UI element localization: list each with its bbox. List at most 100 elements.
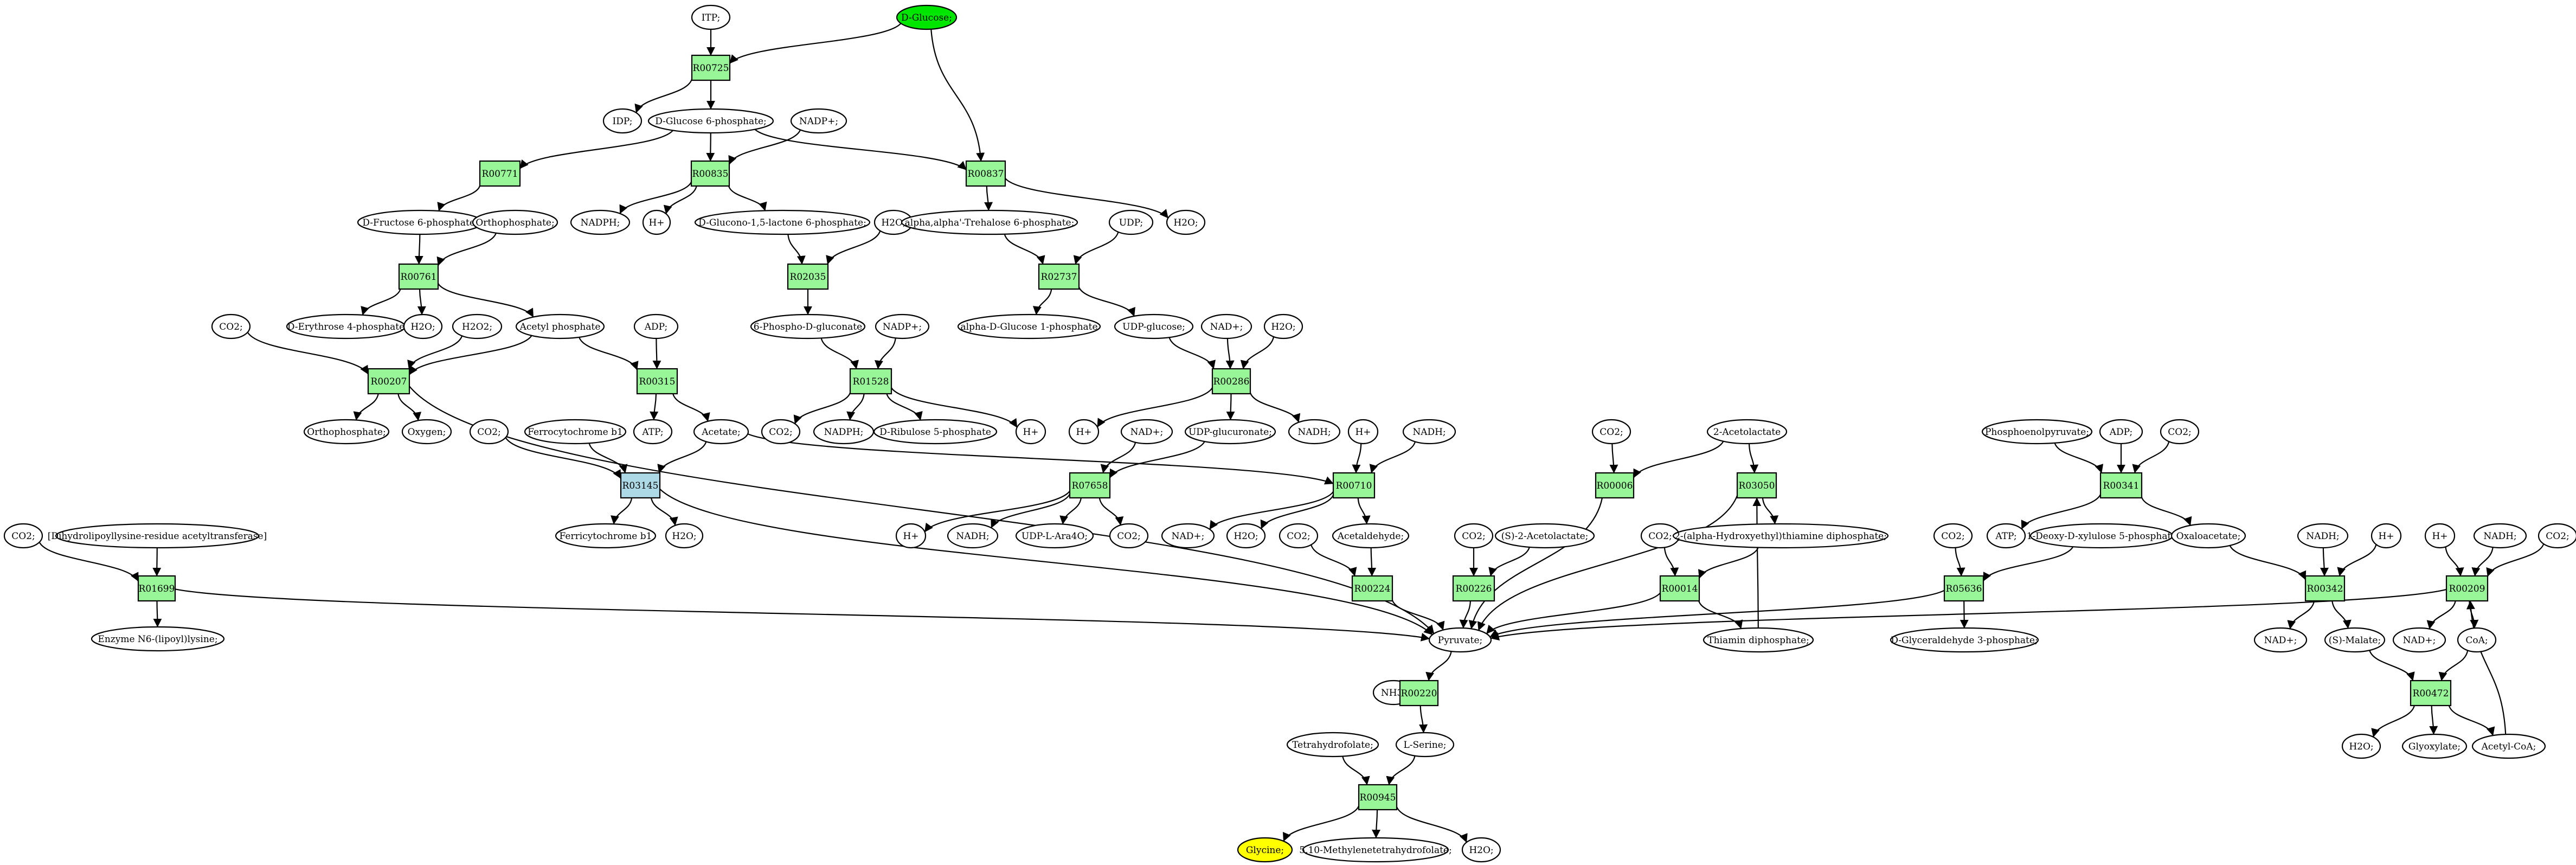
node-label-h2o_c: H2O; <box>410 322 435 332</box>
compound-ellipse-hplus1 <box>642 209 671 235</box>
edge-r00342-to-nad4 <box>2287 600 2315 630</box>
edge-dg6p-to-r00837 <box>754 129 967 170</box>
node-h2o_c: H2O; <box>403 313 443 339</box>
compound-ellipse-acetylphos <box>515 313 605 339</box>
node-label-nadh3: NADH; <box>956 531 989 542</box>
node-label-r00710: R00710 <box>1336 480 1372 491</box>
node-label-udpglucose: UDP-glucose; <box>1122 322 1185 332</box>
node-label-r00342: R00342 <box>2307 584 2343 594</box>
edge-r00286-to-hplus3 <box>1096 387 1213 428</box>
node-label-h2o_b: H2O; <box>1173 217 1198 228</box>
edge-co2_a-to-r00207 <box>247 332 369 375</box>
edge-nadh4-to-r00342 <box>2320 547 2329 576</box>
edge-r03145-to-pyruvate <box>659 488 1433 636</box>
node-label-r00286: R00286 <box>1213 376 1250 387</box>
node-acetaldehyde: Acetaldehyde; <box>1332 523 1410 549</box>
node-label-coa: CoA; <box>2465 635 2488 646</box>
node-label-r00837: R00837 <box>968 169 1004 180</box>
edge-nadh5-to-r00209 <box>2471 547 2494 576</box>
edge-r00837-to-h2o_b <box>1005 178 1169 219</box>
edge-r03145-to-ferricyt <box>611 497 633 525</box>
node-label-r00771: R00771 <box>482 169 518 180</box>
compound-ellipse-co2_f <box>3 523 43 549</box>
node-label-ribulose: D-Ribulose 5-phosphate <box>879 427 991 438</box>
node-co2_c: CO2; <box>761 419 801 445</box>
edge-r00761-to-acetylphos <box>438 283 534 318</box>
edge-oxaloacetate-to-r00342 <box>2229 545 2307 580</box>
node-label-nad2: NAD+; <box>1130 427 1164 438</box>
edge-acetolactate2-to-r00006 <box>1633 441 1724 478</box>
compound-ellipse-nadp1 <box>790 108 847 134</box>
compound-ellipse-dglucono <box>694 209 871 235</box>
edge-r01528-to-co2_c <box>793 392 851 425</box>
compound-ellipse-atp1 <box>633 419 673 445</box>
node-hplus3: H+ <box>1068 419 1100 445</box>
compound-ellipse-ribulose <box>873 419 998 445</box>
node-label-r00945: R00945 <box>1360 792 1396 803</box>
node-r00837: R00837 <box>965 160 1006 187</box>
compound-ellipse-udp1 <box>1108 209 1154 235</box>
node-hplus2: H+ <box>1015 419 1046 445</box>
node-label-hplus5: H+ <box>903 531 918 542</box>
node-r00835: R00835 <box>690 160 730 187</box>
node-label-hydroxyethyl: 2-(alpha-Hydroxyethyl)thiamine diphospha… <box>1674 531 1887 542</box>
node-label-nadh4: NADH; <box>2306 531 2339 542</box>
edge-r00945-to-h2o_h <box>1396 806 1468 843</box>
node-r02035: R02035 <box>787 263 829 290</box>
node-label-r00209: R00209 <box>2449 584 2485 594</box>
edge-co2_e-to-r00341 <box>2132 441 2170 473</box>
edge-nad2-to-r07658 <box>1100 442 1136 473</box>
compound-ellipse-h2o_e <box>665 523 704 549</box>
compound-ellipse-hplus5 <box>895 523 927 549</box>
node-h2o_h: H2O; <box>1461 837 1501 863</box>
node-label-hplus3: H+ <box>1076 427 1091 438</box>
node-df6p: D-Fructose 6-phosphate; <box>357 209 484 235</box>
node-label-co2_g: CO2; <box>1117 531 1141 542</box>
edge-r02737-to-alphadg1p <box>1032 289 1052 315</box>
node-label-udplara4o: UDP-L-Ara4O; <box>1022 531 1088 542</box>
edge-acetylcoa-to-r00209 <box>2466 600 2507 735</box>
node-label-trehalose6p: alpha,alpha'-Trehalose 6-phosphate; <box>905 217 1075 228</box>
node-label-co2_h: CO2; <box>1287 531 1311 542</box>
node-r05636: R05636 <box>1943 575 1984 602</box>
node-label-hplus7: H+ <box>2432 531 2447 542</box>
edge-acetate-to-r03145 <box>657 441 707 473</box>
compound-ellipse-nad1 <box>1200 313 1252 339</box>
edge-nad1-to-r00286 <box>1225 338 1235 369</box>
node-label-adp2: ADP; <box>2109 427 2132 438</box>
edge-r01528-to-nadph2 <box>846 393 865 421</box>
node-nadh4: NADH; <box>2297 523 2349 549</box>
edge-hplus7-to-r00209 <box>2445 547 2464 576</box>
compound-ellipse-nad5 <box>2392 627 2446 653</box>
node-h2o_e: H2O; <box>665 523 704 549</box>
node-label-h2o_e: H2O; <box>672 531 696 542</box>
compound-ellipse-h2o_d <box>1263 313 1303 339</box>
node-nadph2: NADPH; <box>813 419 875 445</box>
compound-ellipse-nadh3 <box>947 523 999 549</box>
node-label-nadh5: NADH; <box>2483 531 2516 542</box>
node-label-oxygen: Oxygen; <box>408 427 446 438</box>
node-label-adp1: ADP; <box>644 322 667 332</box>
compound-ellipse-h2o2 <box>452 313 503 339</box>
edge-r00341-to-atp2 <box>2021 494 2101 530</box>
edge-r00771-to-df6p <box>437 185 481 212</box>
edge-acetaldehyde-to-r00224 <box>1367 547 1377 576</box>
node-label-r02035: R02035 <box>790 272 826 283</box>
node-label-r05636: R05636 <box>1946 584 1982 594</box>
node-label-h2o_g: H2O; <box>2349 741 2373 752</box>
node-label-ferricyt: Ferricytochrome b1 <box>560 531 652 542</box>
node-label-co2_i: CO2; <box>1462 531 1486 542</box>
reaction-box-r07658 <box>1069 472 1111 499</box>
node-phosphogluconate: 6-Phospho-D-gluconate <box>750 313 866 339</box>
compound-ellipse-orthophos2 <box>303 419 390 445</box>
node-label-r00224: R00224 <box>1354 584 1391 594</box>
compound-ellipse-glycine <box>1237 837 1293 863</box>
compound-ellipse-nad2 <box>1120 419 1173 445</box>
reaction-box-r01699 <box>137 575 176 602</box>
edge-co2_d-to-r00006 <box>1609 443 1618 473</box>
node-label-r00226: R00226 <box>1456 584 1492 594</box>
node-label-co2_c: CO2; <box>769 427 793 438</box>
edge-r00472-to-h2o_g <box>2371 705 2416 738</box>
node-acetate: Acetate; <box>693 419 749 445</box>
edge-co2_f-to-r01699 <box>38 542 139 582</box>
